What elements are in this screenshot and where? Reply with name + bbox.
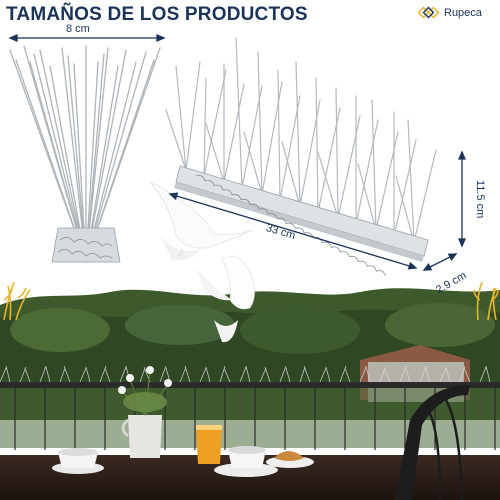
brand: Rupeca (418, 5, 482, 21)
chair (395, 385, 470, 500)
dimension-line-11-5cm (458, 150, 466, 248)
wheat-decoration-left (3, 281, 31, 321)
dimension-line-33cm (168, 192, 418, 270)
flower-vase (118, 366, 172, 458)
dimension-line-2-9cm (422, 253, 458, 271)
brand-name: Rupeca (444, 7, 482, 19)
wheat-decoration-right (473, 281, 499, 321)
rupeca-logo-icon (418, 6, 440, 19)
dimension-line-8cm (8, 34, 166, 42)
coffee-cup-center (214, 446, 278, 477)
dimension-label-width-top: 8 cm (66, 23, 90, 35)
coffee-cup-left (52, 448, 104, 474)
spike-side-view (9, 45, 161, 263)
spike-strip-perspective (165, 37, 437, 277)
pigeon-lower (196, 255, 255, 343)
croissant-plate (266, 451, 314, 468)
juice-glass (196, 425, 222, 464)
page-title: TAMAÑOS DE LOS PRODUCTOS (6, 4, 308, 25)
dimension-label-height: 11.5 cm (474, 180, 486, 219)
